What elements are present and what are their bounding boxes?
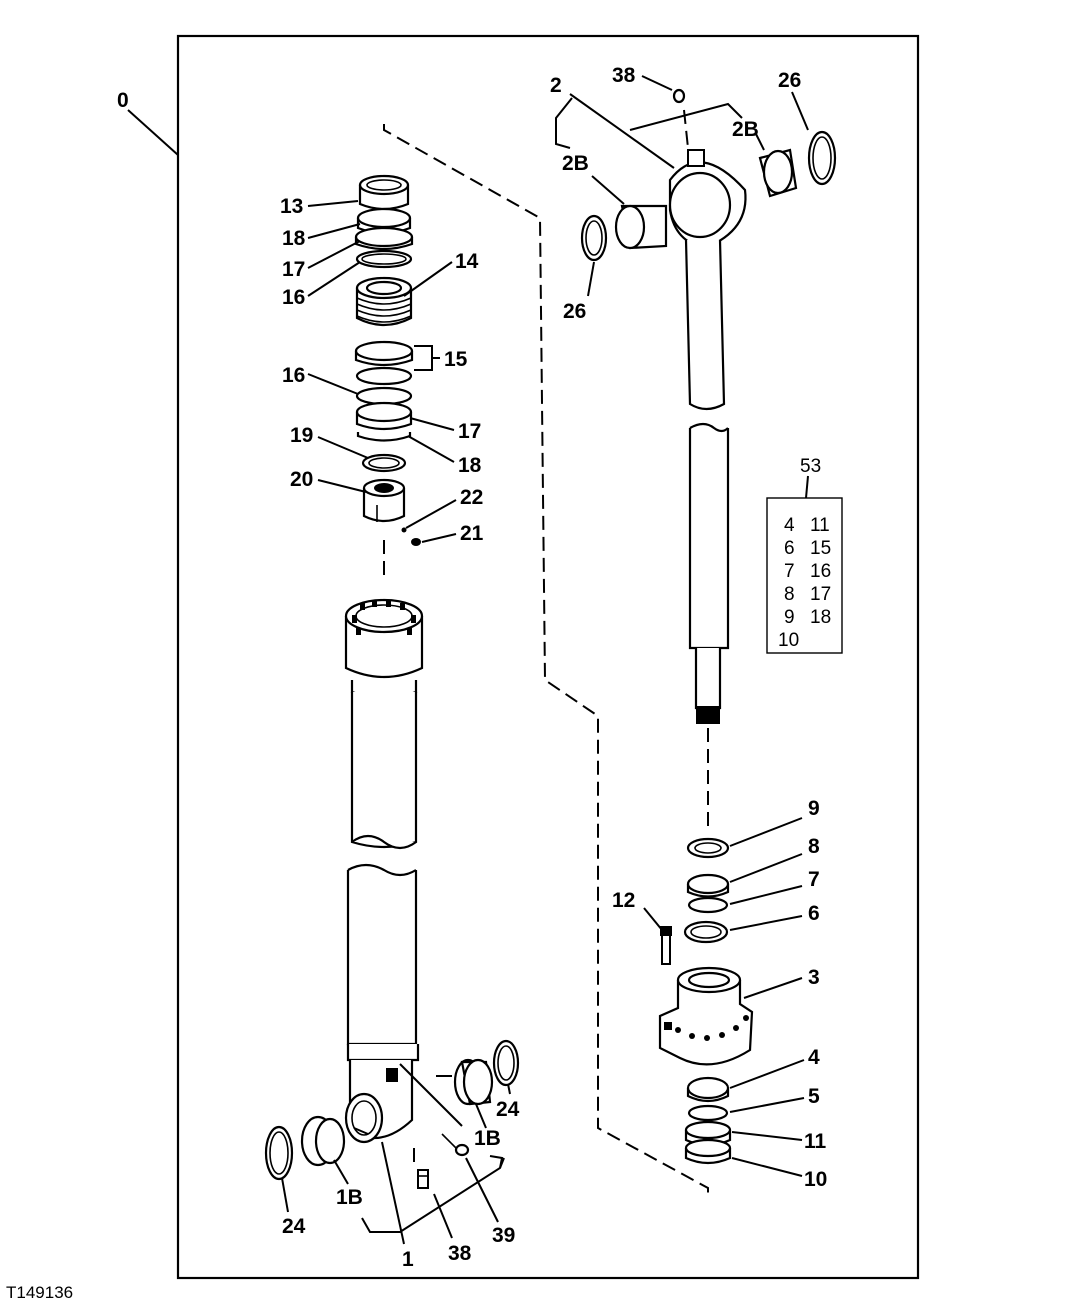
part-2-rod [668,149,747,724]
callout-2b-left: 2B [562,152,589,175]
callout-6: 6 [808,902,820,925]
part-38-grease-fitting-bottom [413,1148,429,1189]
callout-21: 21 [460,522,484,545]
part-16-ring-bottom [355,386,413,406]
callout-1b-right: 1B [474,1127,501,1150]
seal-kit-box: 53 4 11 6 15 7 16 8 17 9 18 10 [766,456,843,654]
callout-38-top: 38 [612,64,636,87]
callout-24-right: 24 [496,1098,520,1121]
part-13-bushing [358,174,410,211]
part-6-o-ring [683,920,729,944]
seal-kit-cell: 10 [778,630,799,651]
callout-20: 20 [290,468,313,491]
callout-0: 0 [117,89,129,112]
callout-16-bottom: 16 [282,364,305,387]
callout-16-top: 16 [282,286,305,309]
part-22-ball [401,527,407,533]
callout-17-bottom: 17 [458,420,481,443]
seal-kit-cell: 18 [810,607,831,628]
part-2b-bushing-left [614,204,668,250]
part-9-seal [686,837,730,859]
part-16-ring-top [355,249,413,269]
callout-39: 39 [492,1224,515,1247]
callout-1: 1 [402,1248,414,1271]
seal-kit-number: 53 [800,456,821,477]
part-10-seal [684,1138,732,1165]
part-8-seal [686,873,730,898]
part-24-ring-right [492,1039,520,1087]
seal-kit-cell: 17 [810,584,831,605]
part-26-ring-right [807,130,837,186]
seal-kit-cell: 16 [810,561,831,582]
seal-kit-cell: 7 [784,561,795,582]
part-1b-bushing-right [453,1058,494,1106]
callout-22: 22 [460,486,483,509]
part-1b-bushing-left [300,1115,346,1167]
callout-5: 5 [808,1085,820,1108]
callout-4: 4 [808,1046,820,1069]
part-17-ring-top [354,226,414,251]
callout-15: 15 [444,348,468,371]
seal-kit-cell: 4 [784,515,795,536]
part-38-grease-fitting-top [672,88,689,149]
part-26-ring-left [580,214,608,262]
callout-26-top-right: 26 [778,69,801,92]
part-2b-bushing-right [758,148,798,198]
part-19-washer [361,453,407,473]
callout-17-top: 17 [282,258,305,281]
callout-1b-left: 1B [336,1186,363,1209]
part-3-rod-guide [658,966,754,1066]
seal-kit-cell: 6 [784,538,795,559]
callout-2b-right: 2B [732,118,759,141]
seal-kit-frame [766,497,843,654]
callout-10: 10 [804,1168,827,1191]
diagram-frame [176,34,920,1280]
part-20-nut [362,478,406,523]
callout-26-left: 26 [563,300,586,323]
part-5-ring [687,1104,729,1122]
callout-19: 19 [290,424,313,447]
callout-14: 14 [455,250,479,273]
callout-38-bottom: 38 [448,1242,472,1265]
callout-24-left: 24 [282,1215,306,1238]
part-1-barrel [344,598,424,1144]
part-12-bolt [660,926,672,965]
figure-id: T149136 [6,1283,73,1302]
callout-labels: 0 13 18 17 16 14 15 16 17 18 19 20 22 21… [117,64,827,1271]
callout-18-top: 18 [282,227,306,250]
callout-8: 8 [808,835,820,858]
callout-7: 7 [808,868,820,891]
seal-kit-cell: 15 [810,538,831,559]
part-15-rings [354,340,414,386]
callout-3: 3 [808,966,820,989]
seal-kit-cell: 11 [810,515,830,536]
callout-9: 9 [808,797,820,820]
callout-2: 2 [550,74,562,97]
callout-18-bottom: 18 [458,454,482,477]
leader-lines [127,75,809,1245]
part-24-ring-left [264,1125,294,1181]
callout-12: 12 [612,889,635,912]
assembly-dashed-outline [383,124,709,1195]
part-39-fitting [441,1133,470,1157]
seal-kit-cell: 9 [784,607,795,628]
seal-kit-cell: 8 [784,584,795,605]
part-7-backup-ring [687,896,729,914]
part-17-18-rings-bottom [355,401,413,442]
part-14-piston [355,276,413,327]
callout-11: 11 [804,1130,827,1153]
callout-13: 13 [280,195,303,218]
part-4-bushing [686,1076,730,1103]
part-21-setscrew [411,538,421,546]
